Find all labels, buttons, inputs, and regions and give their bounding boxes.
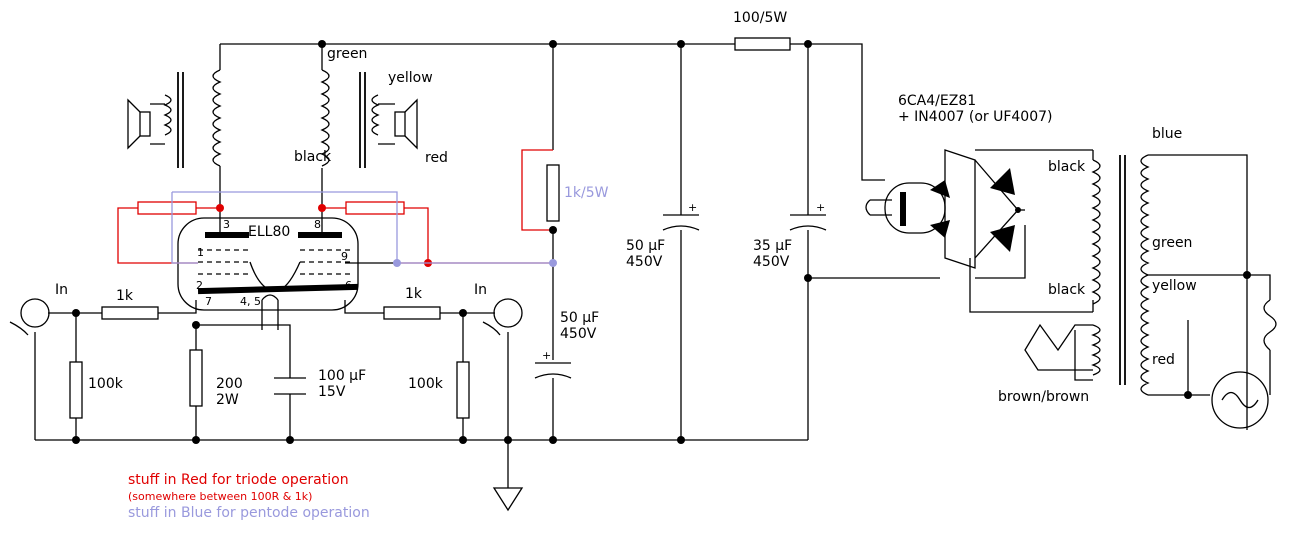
resistor-1k-right (383, 306, 441, 320)
label-pin45: 4, 5 (240, 295, 261, 308)
resistor-200 (189, 349, 203, 407)
label-100uf: 100 µF (318, 368, 366, 384)
label-pin3: 3 (223, 218, 230, 231)
output-transformer-left (127, 69, 222, 168)
triode-wiring (117, 149, 553, 267)
label-rectifier-tube: 6CA4/EZ81 (898, 93, 976, 109)
pentode-wiring (171, 191, 557, 267)
label-200: 200 (216, 376, 243, 392)
label-pin6: 6 (345, 279, 352, 292)
label-1k-left: 1k (116, 288, 134, 304)
label-35uf: 35 µF (753, 238, 792, 254)
capacitors (274, 214, 827, 395)
label-tr-yellow: yellow (1152, 278, 1197, 294)
label-pin8: 8 (314, 218, 321, 231)
label-pin9: 9 (341, 250, 348, 263)
resistor-1k-left (101, 306, 159, 320)
note-triode: stuff in Red for triode operation (128, 472, 349, 488)
label-450v-lower: 450V (560, 326, 597, 342)
power-transformer (1091, 154, 1277, 429)
plus-50uf-lower: + (542, 349, 551, 362)
plus-50uf-mid: + (688, 201, 697, 214)
label-pin2: 2 (196, 279, 203, 292)
label-100-5w: 100/5W (733, 10, 787, 26)
label-1k5w: 1k/5W (564, 185, 609, 201)
label-pin7: 7 (205, 295, 212, 308)
label-black-mid: black (294, 149, 332, 165)
label-2w: 2W (216, 392, 239, 408)
resistor-100k-right (456, 361, 470, 419)
label-1k-right: 1k (405, 286, 423, 302)
label-50uf-mid: 50 µF (626, 238, 665, 254)
label-tr-black2: black (1048, 282, 1086, 298)
resistor-100-5w (734, 37, 791, 51)
resistor-100k-left (69, 361, 83, 419)
label-tr-green: green (1152, 235, 1192, 251)
label-tr-black1: black (1048, 159, 1086, 175)
plus-35uf: + (816, 201, 825, 214)
label-yellow-top: yellow (388, 70, 433, 86)
label-100k-left: 100k (88, 376, 124, 392)
label-tr-red: red (1152, 352, 1175, 368)
resistors (69, 37, 791, 419)
label-450v-mid: 450V (626, 254, 663, 270)
label-100k-right: 100k (408, 376, 444, 392)
label-tr-brown: brown/brown (998, 389, 1089, 405)
ell80-tube (177, 210, 359, 330)
label-50uf-lower: 50 µF (560, 310, 599, 326)
label-in-right: In (474, 282, 487, 298)
label-15v: 15V (318, 384, 346, 400)
text-labels: green yellow black red ELL80 3 8 1 9 2 6… (55, 10, 1197, 408)
label-tr-blue: blue (1152, 126, 1182, 142)
note-triode-range: (somewhere between 100R & 1k) (128, 490, 312, 503)
note-pentode: stuff in Blue for pentode operation (128, 505, 370, 521)
rectifier (865, 149, 1021, 269)
input-jacks (9, 298, 523, 336)
label-rectifier-diodes: + IN4007 (or UF4007) (898, 109, 1053, 125)
wires (34, 43, 1271, 512)
resistor-1k5w (546, 164, 560, 222)
label-pin1: 1 (197, 246, 204, 259)
label-green-top: green (327, 46, 367, 62)
legend-notes: stuff in Red for triode operation (somew… (128, 472, 370, 521)
output-transformer-right (320, 69, 418, 168)
label-450v-35: 450V (753, 254, 790, 270)
label-in-left: In (55, 282, 68, 298)
label-red-mid: red (425, 150, 448, 166)
label-tube: ELL80 (248, 224, 290, 240)
junction-dots (72, 40, 1251, 444)
